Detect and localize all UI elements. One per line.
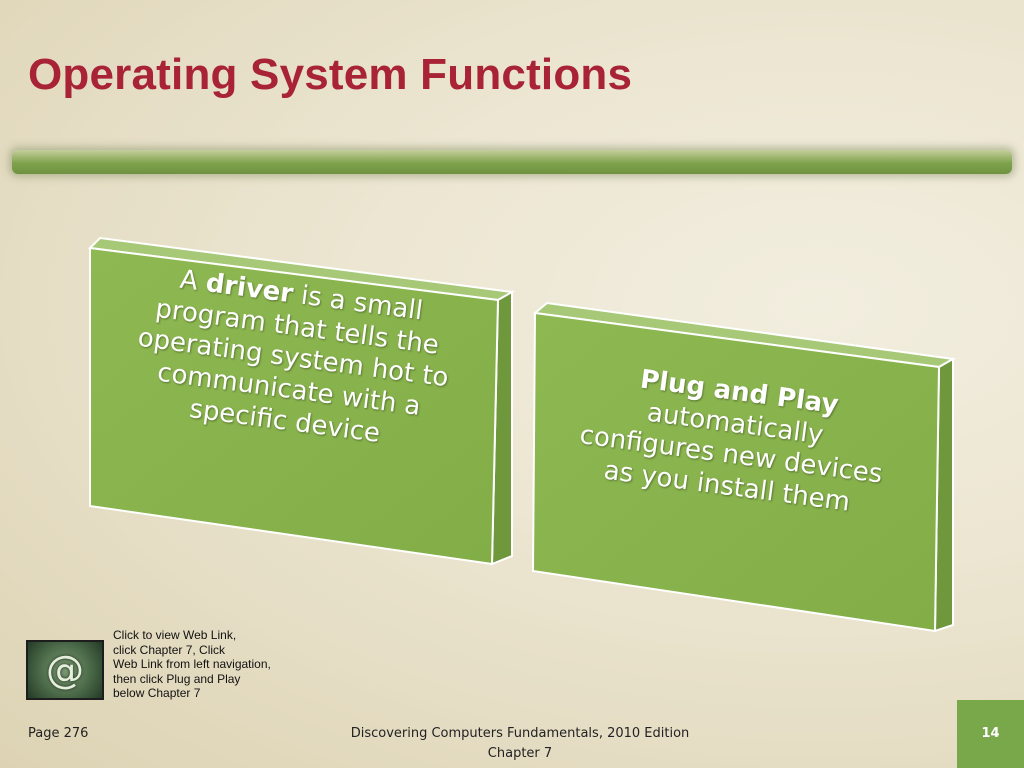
web-link-note[interactable]: Click to view Web Link, click Chapter 7,… — [113, 628, 271, 701]
title-divider-bar — [12, 150, 1012, 174]
at-sign-glyph: @ — [46, 648, 84, 692]
web-link-note-line: below Chapter 7 — [113, 686, 201, 700]
web-link-at-sign-icon[interactable]: @ — [26, 640, 104, 700]
footer-book-info: Discovering Computers Fundamentals, 2010… — [310, 724, 730, 764]
slide-number: 14 — [981, 726, 1000, 741]
slide-title: Operating System Functions — [28, 50, 633, 99]
web-link-note-line: then click Plug and Play — [113, 671, 241, 686]
web-link-note-line: click Chapter 7, Click — [113, 642, 226, 657]
plug-and-play-callout-shape — [531, 301, 957, 633]
driver-callout-shape — [87, 236, 516, 566]
driver-callout-box: A driver is a small program that tells t… — [80, 228, 520, 568]
slide-number-badge: 14 — [957, 700, 1024, 768]
web-link-note-line: Web Link from left navigation, — [113, 657, 271, 671]
footer-book-title: Discovering Computers Fundamentals, 2010… — [350, 726, 690, 741]
web-link-note-line: Click to view Web Link, — [113, 628, 237, 642]
footer-page-reference: Page 276 — [28, 726, 89, 741]
footer-chapter: Chapter 7 — [487, 746, 553, 761]
plug-and-play-callout-box: Plug and Play automatically configures n… — [525, 295, 965, 635]
